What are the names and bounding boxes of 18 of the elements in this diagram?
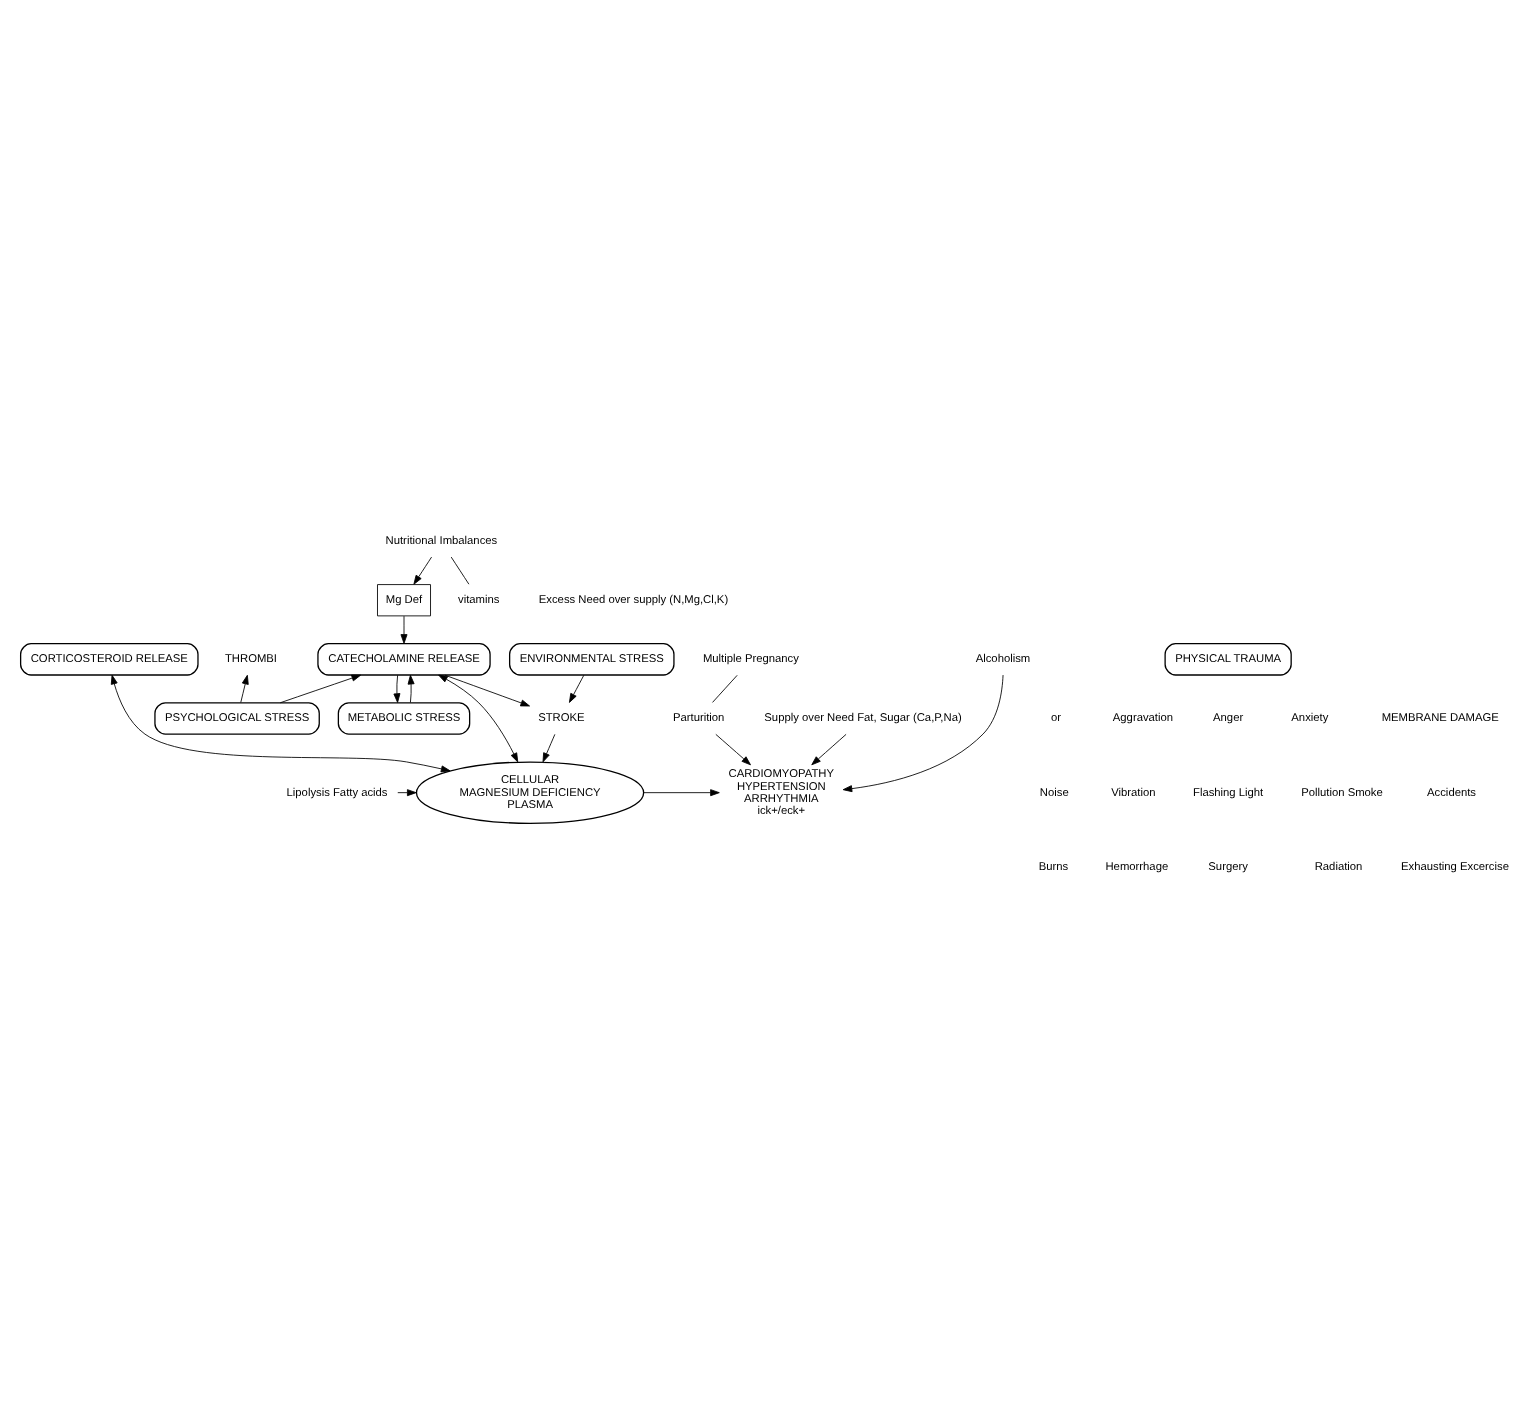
arrow — [393, 674, 401, 703]
connector — [450, 556, 470, 585]
connector — [712, 674, 738, 703]
arrow — [715, 733, 751, 766]
arrow — [407, 674, 415, 703]
arrow — [279, 674, 362, 704]
arrow — [568, 674, 585, 703]
arrow — [643, 789, 720, 797]
arrow — [110, 674, 451, 773]
arrow — [542, 733, 556, 763]
arrow — [240, 674, 249, 703]
arrow — [400, 615, 408, 644]
arrow — [397, 789, 417, 797]
arrow — [413, 556, 432, 585]
arrow — [438, 674, 519, 763]
arrow — [811, 733, 847, 766]
arrow — [444, 674, 530, 707]
arrow — [842, 674, 1004, 793]
